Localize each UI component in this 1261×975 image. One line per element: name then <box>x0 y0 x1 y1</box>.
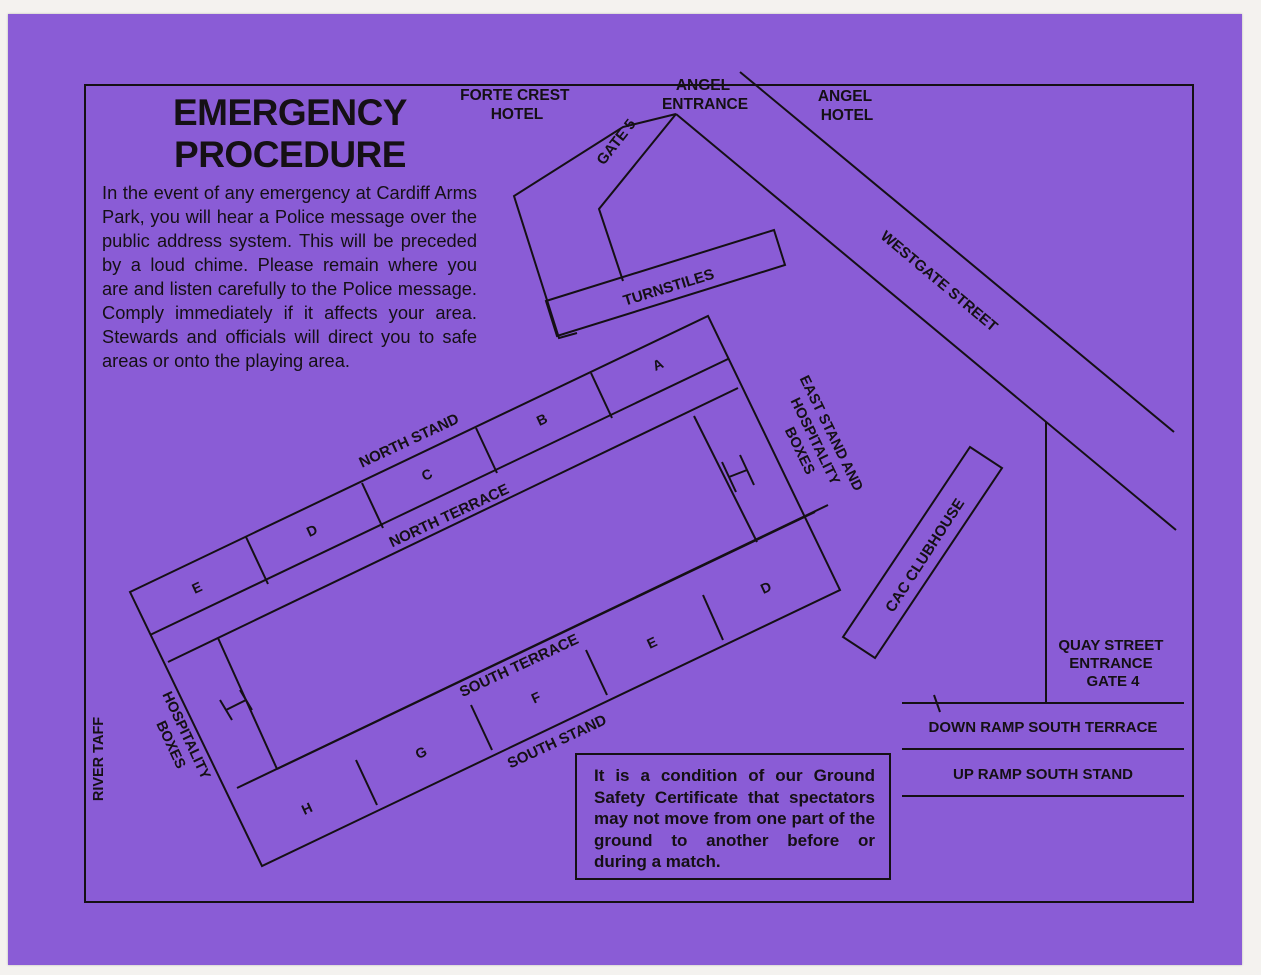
up-ramp-label: UP RAMP SOUTH STAND <box>953 766 1133 783</box>
title-line-1: EMERGENCY <box>173 92 407 133</box>
north-terrace-inner-edge <box>167 387 739 663</box>
angel-entrance-label-2: ENTRANCE <box>662 96 748 113</box>
north-section-d: D <box>304 521 320 540</box>
ticket-card <box>8 14 1242 965</box>
title-line-2: PROCEDURE <box>174 134 406 175</box>
down-ramp-label: DOWN RAMP SOUTH TERRACE <box>929 719 1158 736</box>
map-frame <box>84 84 1194 903</box>
quay-street-label-1: QUAY STREET <box>1058 637 1163 654</box>
angel-hotel-label-1: ANGEL <box>818 88 872 105</box>
quay-street-label-3: GATE 4 <box>1086 673 1140 690</box>
ramp-tick <box>933 694 941 713</box>
svg-text:EAST STAND AND HOSPITALITY: EAST STAND AND HOSPITALITY BOXES <box>763 373 867 513</box>
river-taff-label: RIVER TAFF <box>91 717 107 801</box>
turnstiles-block <box>544 228 787 338</box>
north-divider-bc <box>475 427 498 474</box>
north-section-a: A <box>650 355 666 374</box>
north-section-c: C <box>419 465 435 484</box>
westgate-street-edge-upper <box>739 71 1175 433</box>
south-divider-fg <box>470 704 493 751</box>
h-mark-east <box>721 454 755 493</box>
south-terrace-edge <box>236 504 829 789</box>
cac-clubhouse-block <box>841 445 1004 660</box>
westgate-street-label: WESTGATE STREET <box>877 228 1001 336</box>
svg-text:ANGEL ENTRANCE: ANGEL ENTRANCE <box>662 77 748 113</box>
safety-notice: It is a condition of our Ground Safety C… <box>575 753 891 880</box>
quay-street-label-2: ENTRANCE <box>1069 655 1152 672</box>
forte-crest-hotel-label-1: FORTE CREST <box>460 87 570 104</box>
emergency-instructions: In the event of any emergency at Cardiff… <box>102 182 477 371</box>
north-divider-de <box>245 536 269 585</box>
gate5-access-inner <box>597 113 677 282</box>
svg-text:HOSPITALITY BOXES: HOSPITALITY BOXES <box>142 689 214 793</box>
north-divider-ab <box>590 372 613 419</box>
south-section-e: E <box>644 633 659 651</box>
south-divider-de <box>702 594 724 641</box>
angel-entrance-label-1: ANGEL <box>676 77 730 94</box>
gate5-access-outline <box>512 113 677 340</box>
westgate-street-edge-lower <box>675 113 1177 531</box>
north-section-e: E <box>189 578 204 596</box>
svg-text:ANGEL HOTEL: ANGEL HOTEL <box>818 88 876 124</box>
stadium-outline <box>128 314 842 868</box>
svg-text:QUAY STREET ENTRANCE G: QUAY STREET ENTRANCE GATE 4 <box>1058 637 1167 690</box>
south-section-h: H <box>299 799 315 818</box>
south-section-f: F <box>529 688 544 706</box>
forte-crest-hotel-label-2: HOTEL <box>491 106 544 123</box>
pitch-east-end <box>693 415 758 543</box>
south-terrace-label: SOUTH TERRACE <box>457 631 581 701</box>
svg-text:FORTE CREST HOTEL: FORTE CREST HOTEL <box>460 87 574 123</box>
south-divider-ef <box>585 649 608 696</box>
north-section-b: B <box>534 410 550 429</box>
h-mark-west <box>219 689 253 721</box>
south-section-d: D <box>758 578 774 597</box>
north-terrace-edge <box>149 358 729 636</box>
page-title: EMERGENCY PROCEDURE <box>160 92 420 176</box>
angel-hotel-label-2: HOTEL <box>821 107 874 124</box>
north-divider-cd <box>361 482 384 529</box>
south-divider-gh <box>355 759 378 806</box>
south-section-g: G <box>413 743 430 762</box>
